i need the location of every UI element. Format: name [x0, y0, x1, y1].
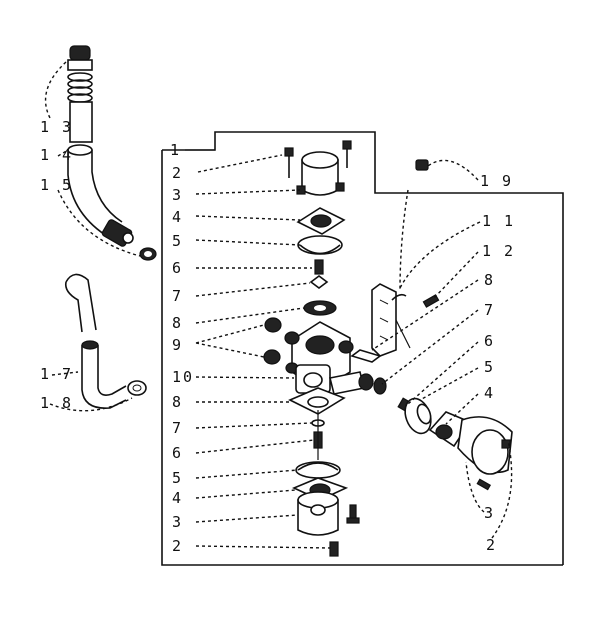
label-5-mid: 5: [172, 469, 183, 487]
label-19: 1 9: [480, 172, 513, 190]
label-3-right: 3: [484, 504, 495, 522]
label-5-top: 5: [172, 232, 183, 250]
label-11: 1 1: [482, 212, 515, 230]
label-14: 1 4: [40, 146, 73, 164]
label-15: 1 5: [40, 176, 73, 194]
label-17: 1 7: [40, 365, 73, 383]
label-3-top: 3: [172, 186, 183, 204]
leader-lines: [44, 61, 513, 549]
label-4-mid: 4: [172, 489, 183, 507]
label-5-right: 5: [484, 358, 495, 376]
label-10: 10: [172, 368, 194, 386]
label-7-mid: 7: [172, 419, 183, 437]
label-12: 1 2: [482, 242, 515, 260]
drain-hose-assembly: [64, 273, 147, 409]
valve-body: [263, 317, 374, 415]
plug-19: [415, 159, 429, 171]
mounting-bracket: [350, 283, 440, 363]
label-13: 1 3: [40, 118, 73, 136]
label-18: 1 8: [40, 394, 73, 412]
callout-labels: 1 3 1 4 1 5 1 7 1 8 1 2 3 4 5 6 7 8 9 10…: [40, 118, 515, 555]
fill-hose-assembly: [67, 45, 157, 261]
label-4-right: 4: [484, 384, 495, 402]
label-2-top: 2: [172, 164, 183, 182]
label-7-right: 7: [484, 301, 495, 319]
label-6-right: 6: [484, 332, 495, 350]
side-solenoid: [373, 377, 513, 491]
label-6-top: 6: [172, 259, 183, 277]
lower-solenoid: [292, 410, 360, 557]
label-8-mid: 8: [172, 393, 183, 411]
label-8-right: 8: [484, 271, 495, 289]
label-9: 9: [172, 336, 183, 354]
label-4-top: 4: [172, 208, 183, 226]
label-2-mid: 2: [172, 537, 183, 555]
label-1: 1: [170, 141, 181, 159]
label-6-mid: 6: [172, 444, 183, 462]
label-3-mid: 3: [172, 513, 183, 531]
upper-solenoid: [284, 140, 352, 316]
label-8-top: 8: [172, 314, 183, 332]
label-7-top: 7: [172, 287, 183, 305]
label-2-right: 2: [486, 536, 497, 554]
